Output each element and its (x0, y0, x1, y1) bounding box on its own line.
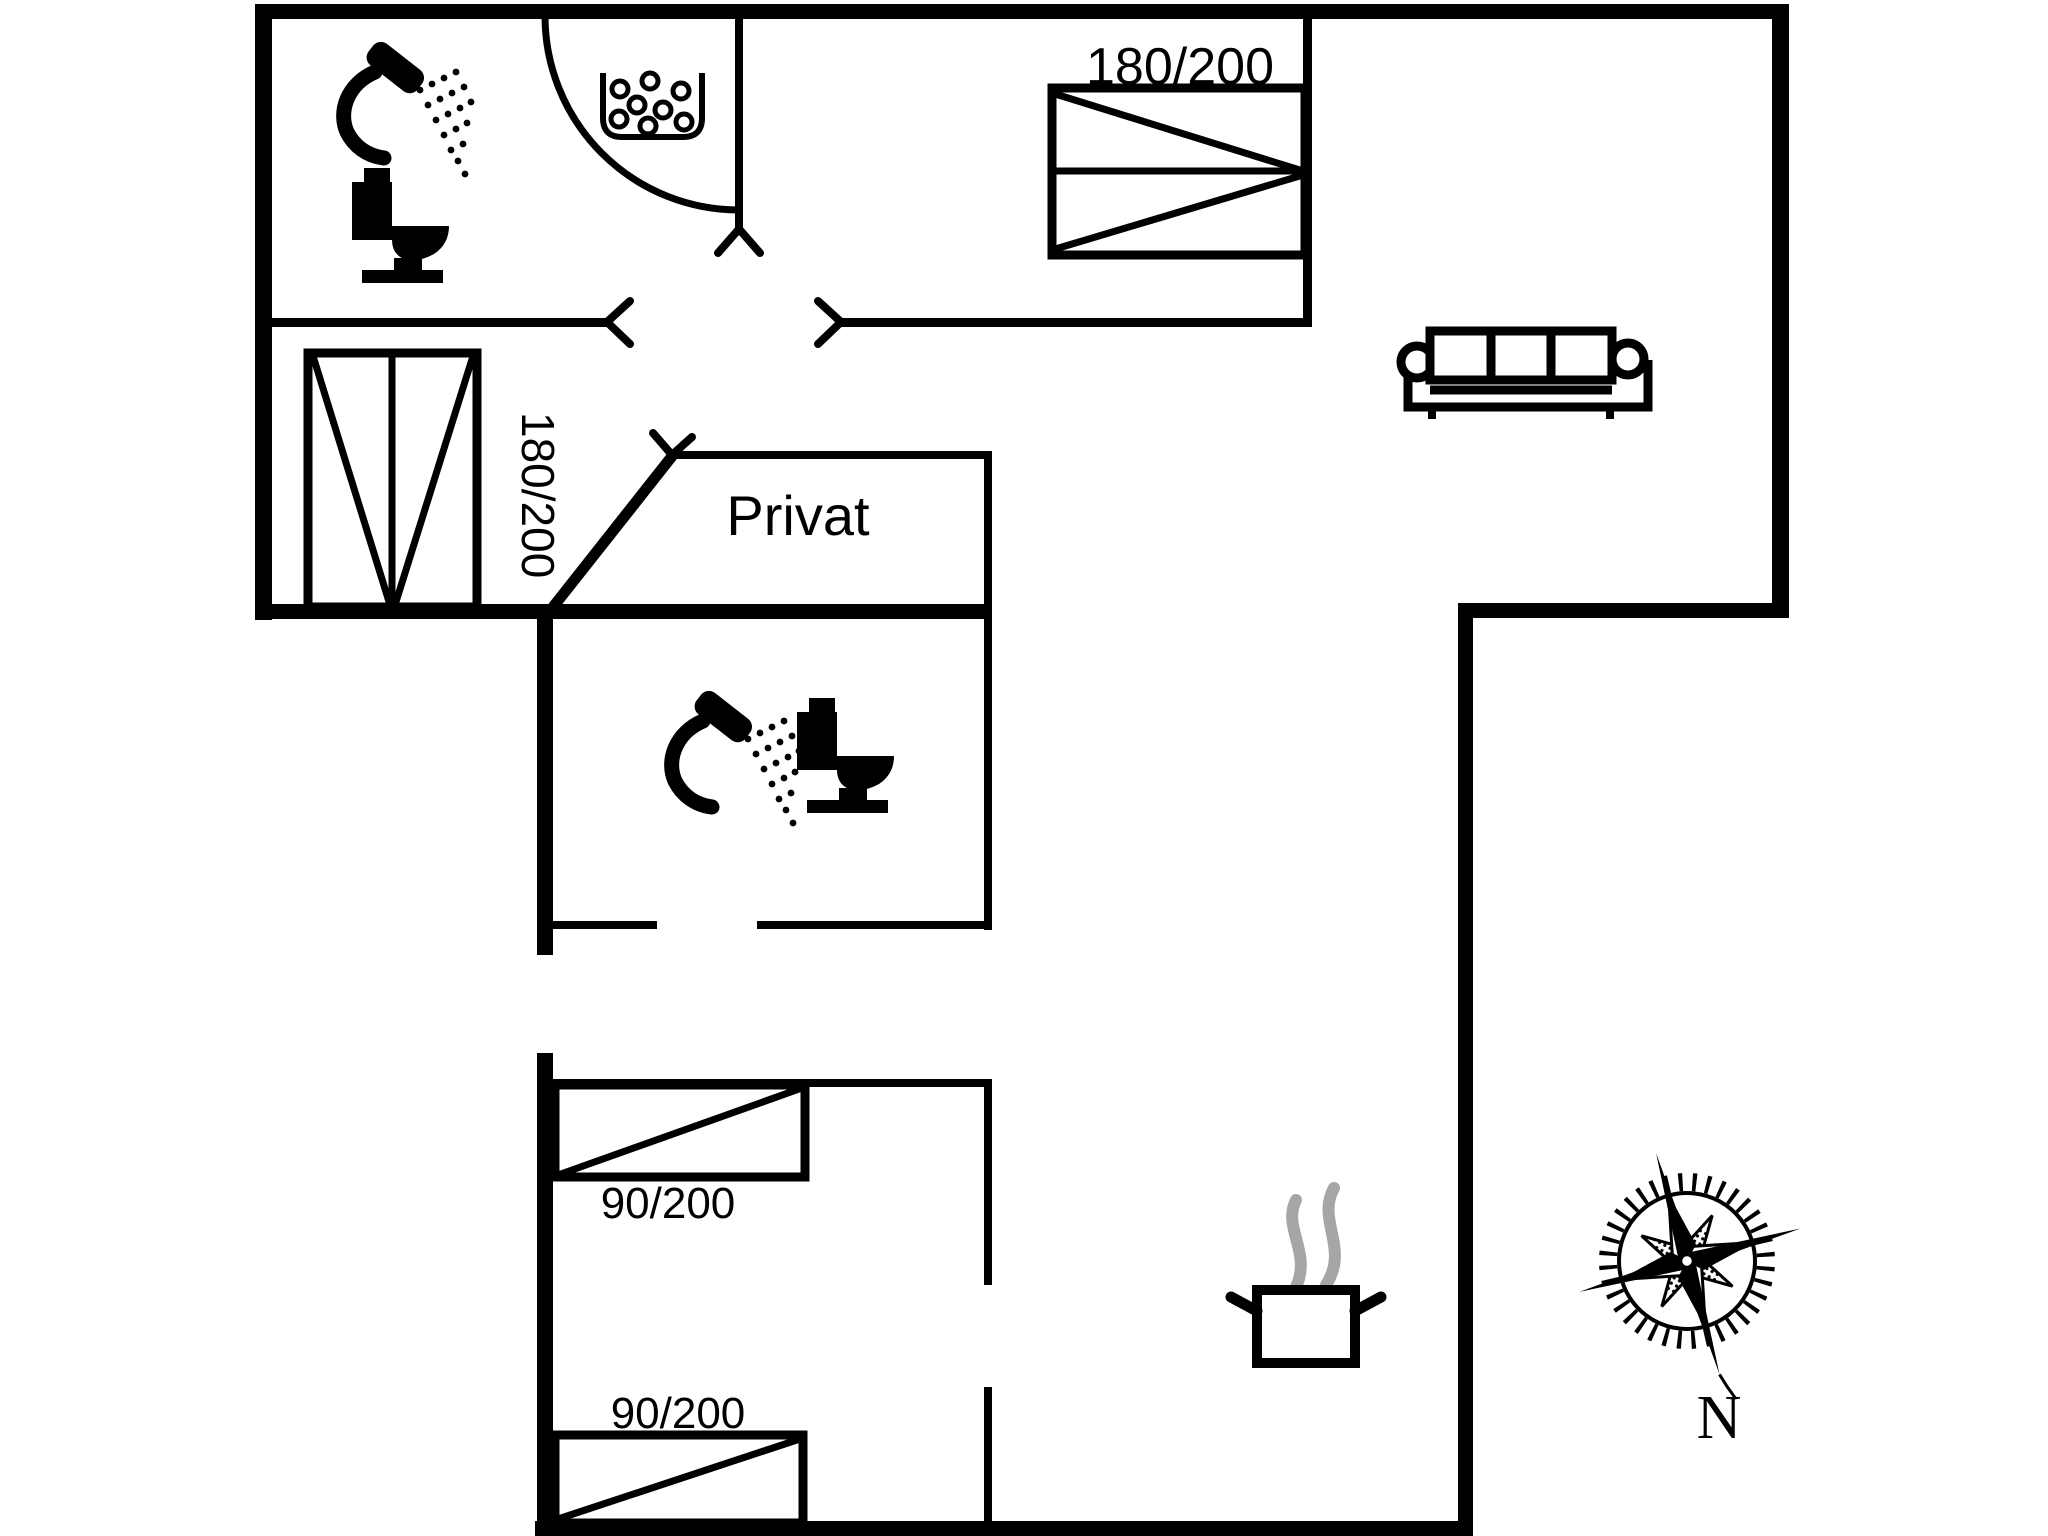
wall-segment (255, 4, 1789, 19)
toilet-icon (797, 698, 894, 813)
double-bed-top-right (1047, 83, 1310, 260)
compass-rose-icon (1579, 1153, 1801, 1400)
shower-head-icon (672, 687, 803, 827)
door-jamb-icon (649, 429, 696, 459)
sofa-icon (1396, 326, 1653, 419)
wall-segment (735, 13, 743, 230)
bed-size-label: 90/200 (601, 1179, 736, 1228)
bed-size-label: 180/200 (512, 412, 564, 578)
single-bed-upper (550, 1080, 810, 1182)
wall-segment (1458, 603, 1473, 1536)
door-jambs (603, 225, 845, 459)
wall-segment-chamfer (548, 451, 678, 611)
wall-segment (757, 921, 992, 929)
door-jamb-icon (814, 297, 845, 348)
shower-tray-icon (600, 70, 705, 140)
bathroom-middle-fixtures (672, 687, 894, 827)
single-bed-lower (550, 1430, 808, 1528)
wall-segment (984, 1079, 992, 1285)
double-bed-left (303, 348, 482, 612)
bed-size-label: 90/200 (611, 1389, 746, 1438)
wall-segment (838, 318, 1312, 327)
bathroom-top-fixtures (344, 38, 705, 283)
steam-icon (1286, 1182, 1341, 1293)
wall-segment (1458, 603, 1789, 618)
cooking-pot-icon (1225, 1182, 1387, 1368)
wall-segment (1772, 4, 1789, 618)
wall-segment (537, 604, 553, 955)
door-swing-icon (541, 15, 740, 214)
wall-segment (263, 318, 607, 327)
wall-segment (255, 4, 272, 620)
wall-segment (553, 921, 657, 929)
door-jamb-icon (714, 225, 764, 257)
wall-segment (984, 1387, 992, 1528)
room-label-privat: Privat (726, 484, 870, 547)
wall-segment (670, 451, 992, 459)
bed-size-label: 180/200 (1086, 38, 1274, 96)
wall-segment (984, 451, 992, 930)
compass-north-label: N (1697, 1384, 1742, 1452)
wall-segment (537, 1053, 553, 1536)
toilet-icon (352, 168, 449, 283)
outer-walls (255, 4, 1789, 1536)
shower-head-icon (344, 38, 475, 178)
door-jamb-icon (603, 297, 634, 348)
